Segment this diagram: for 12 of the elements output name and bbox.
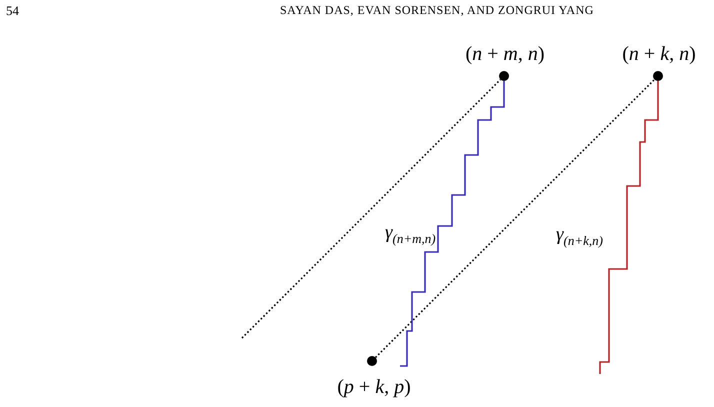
dotted-line bbox=[241, 78, 502, 339]
dotted-line bbox=[374, 78, 656, 358]
running-header: SAYAN DAS, EVAN SORENSEN, AND ZONGRUI YANG bbox=[280, 3, 594, 18]
coordinate-label: (n + m, n) bbox=[465, 43, 545, 66]
point-dot bbox=[499, 71, 509, 81]
point-dot bbox=[653, 71, 663, 81]
page-number: 54 bbox=[6, 3, 19, 19]
staircase-path bbox=[599, 81, 659, 374]
coordinate-label: (p + k, p) bbox=[337, 376, 411, 399]
staircase-path bbox=[400, 81, 505, 367]
coordinate-label: (n + k, n) bbox=[622, 43, 696, 66]
point-dot bbox=[367, 356, 377, 366]
